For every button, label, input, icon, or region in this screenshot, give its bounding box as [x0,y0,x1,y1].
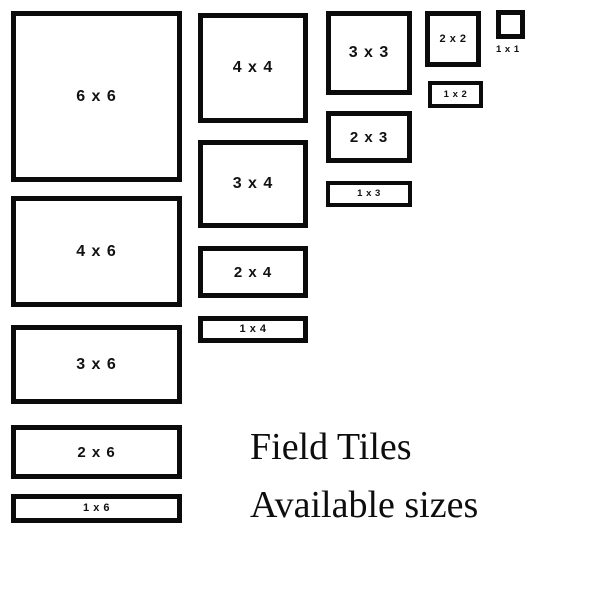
tile-3x4[interactable]: 3 x 4 [198,140,308,228]
tile-1x3-label: 1 x 3 [357,188,381,200]
tile-1x6[interactable]: 1 x 6 [11,494,182,523]
tile-2x3-label: 2 x 3 [349,128,389,146]
tile-1x4[interactable]: 1 x 4 [198,316,308,343]
caption-title: Field Tiles [250,426,412,468]
tile-3x3[interactable]: 3 x 3 [326,11,412,95]
tile-1x1[interactable] [496,10,525,39]
tile-2x2[interactable]: 2 x 2 [425,11,481,67]
tile-1x6-label: 1 x 6 [83,502,110,514]
tile-1x2[interactable]: 1 x 2 [428,81,483,108]
tile-4x4[interactable]: 4 x 4 [198,13,308,123]
tile-2x3[interactable]: 2 x 3 [326,111,412,163]
tile-1x3[interactable]: 1 x 3 [326,181,412,207]
tile-1x1-label: 1 x 1 [496,44,520,55]
tile-6x6-label: 6 x 6 [76,87,117,105]
tile-3x6-label: 3 x 6 [76,355,117,373]
tile-2x2-label: 2 x 2 [439,32,467,45]
tile-1x2-label: 1 x 2 [443,88,468,100]
tile-2x4[interactable]: 2 x 4 [198,246,308,298]
tile-3x3-label: 3 x 3 [348,44,390,61]
tile-6x6[interactable]: 6 x 6 [11,11,182,182]
tile-4x6-label: 4 x 6 [76,242,117,260]
tile-1x4-label: 1 x 4 [239,323,267,335]
caption-subtitle: Available sizes [250,484,479,526]
tile-3x6[interactable]: 3 x 6 [11,325,182,404]
tile-4x6[interactable]: 4 x 6 [11,196,182,307]
tile-2x6[interactable]: 2 x 6 [11,425,182,479]
tile-2x4-label: 2 x 4 [233,263,273,281]
tile-2x6-label: 2 x 6 [77,443,116,461]
tile-3x4-label: 3 x 4 [232,175,274,192]
tile-4x4-label: 4 x 4 [232,59,274,76]
